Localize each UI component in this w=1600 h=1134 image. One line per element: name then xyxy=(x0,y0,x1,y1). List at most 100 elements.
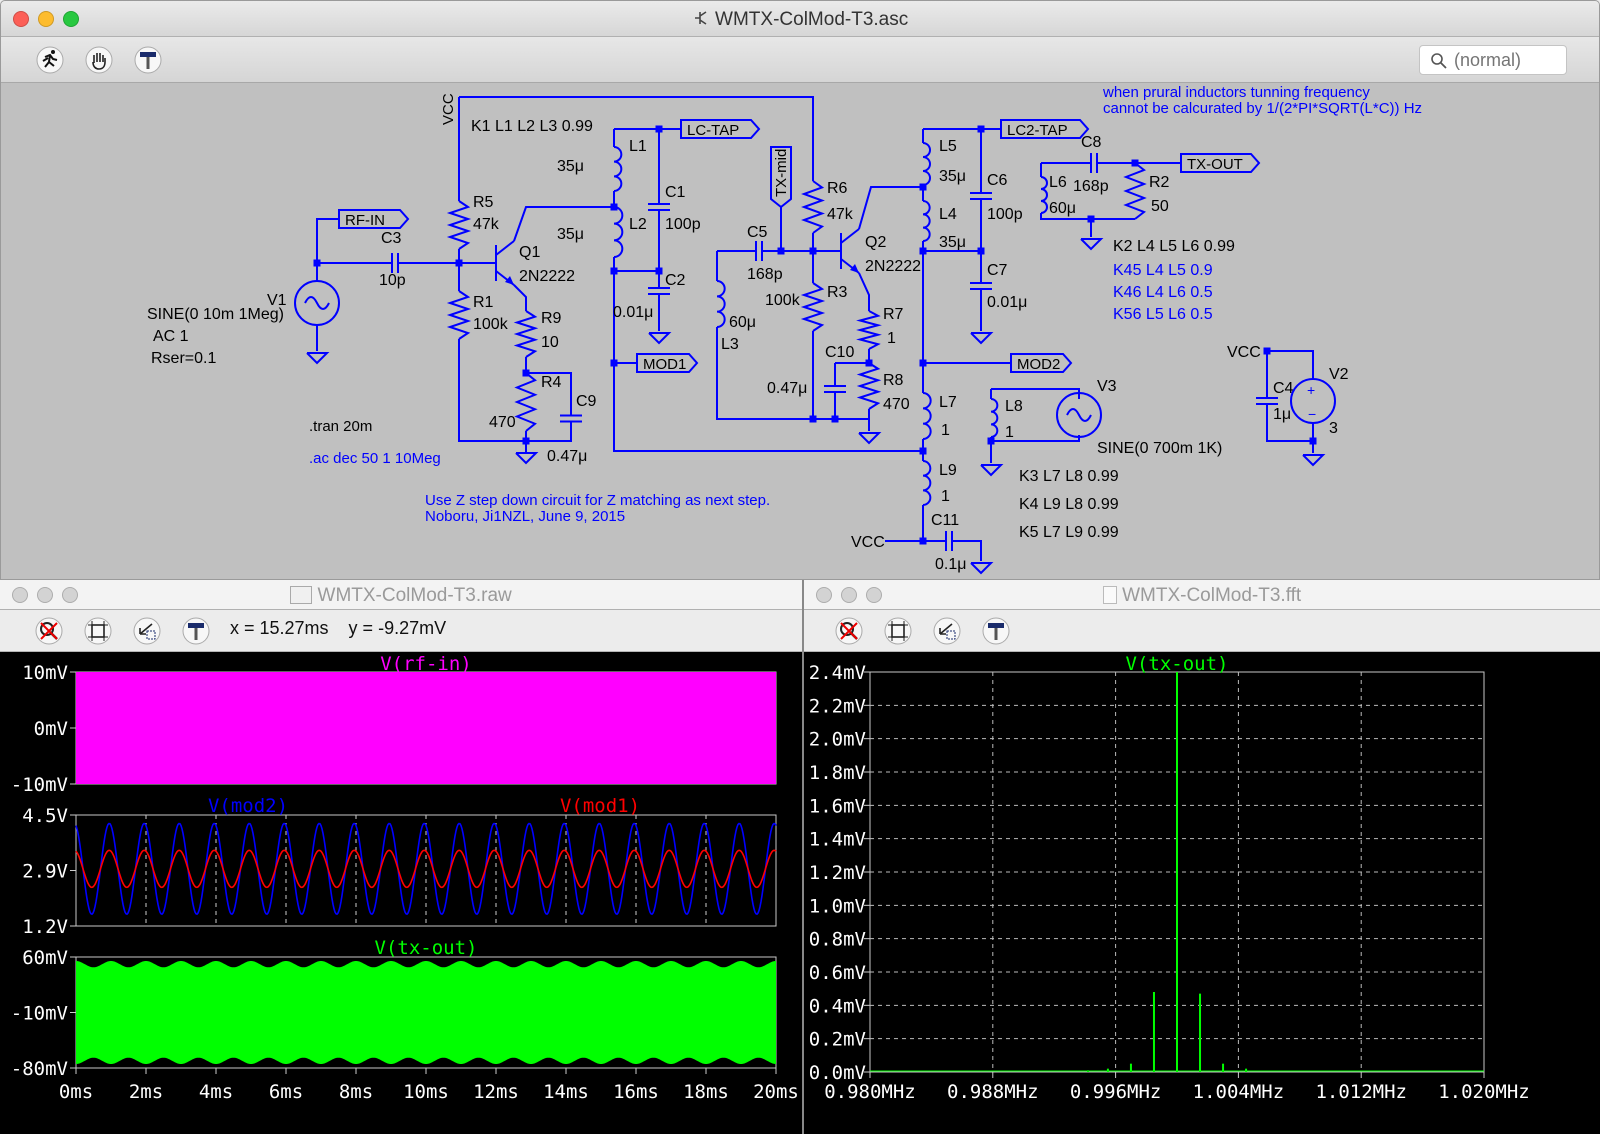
c10-label: C10 xyxy=(825,344,854,361)
k56-directive: K56 L5 L6 0.5 xyxy=(1113,306,1213,323)
r6-label: R6 xyxy=(827,180,848,197)
c1-value: 100p xyxy=(665,216,701,233)
inductor-l2 xyxy=(613,206,624,258)
y-tick-label: 4.5V xyxy=(22,805,68,827)
l9-label: L9 xyxy=(939,462,957,479)
resistor-r6 xyxy=(801,180,825,234)
v2-minus-symbol: − xyxy=(1308,406,1316,422)
minimize-button[interactable] xyxy=(38,11,54,27)
fft-titlebar[interactable]: WMTX-ColMod-T3.fft xyxy=(804,580,1600,610)
hammer-button[interactable] xyxy=(181,616,211,646)
x-tick-label: 0ms xyxy=(59,1081,93,1103)
zoom-button[interactable] xyxy=(866,587,882,603)
trace-tx-out xyxy=(76,961,776,1064)
c8-value: 168p xyxy=(1073,178,1109,195)
c7-label: C7 xyxy=(987,262,1008,279)
wire xyxy=(613,257,659,272)
zoom-button[interactable] xyxy=(62,587,78,603)
r6-value: 47k xyxy=(827,206,854,223)
pan-button[interactable] xyxy=(132,616,162,646)
k3-directive: K3 L7 L8 0.99 xyxy=(1019,468,1119,485)
minimize-button[interactable] xyxy=(841,587,857,603)
c7-value: 0.01μ xyxy=(987,294,1027,311)
fft-title: WMTX-ColMod-T3.fft xyxy=(1122,585,1302,606)
y-tick-label: 1.4mV xyxy=(809,829,866,851)
junction-dot xyxy=(831,415,839,423)
junction-dot xyxy=(919,183,927,191)
pan-cursor-icon xyxy=(933,617,961,645)
pan-button[interactable] xyxy=(932,616,962,646)
close-button[interactable] xyxy=(816,587,832,603)
waveform-titlebar[interactable]: WMTX-ColMod-T3.raw xyxy=(0,580,802,610)
waveform-plot[interactable]: 10mV0mV-10mV4.5V2.9V1.2V60mV-10mV-80mV0m… xyxy=(0,652,802,1134)
x-tick-label: 8ms xyxy=(339,1081,373,1103)
resistor-r2 xyxy=(1123,162,1147,220)
magnifier-cross-icon xyxy=(35,617,63,645)
c9-value: 0.47μ xyxy=(547,448,587,465)
waveform-window: WMTX-ColMod-T3.raw x = 15.27ms y = -9.27… xyxy=(0,580,802,1134)
y-tick-label: 0mV xyxy=(34,718,68,740)
waveform-toolbar: x = 15.27ms y = -9.27mV xyxy=(0,610,802,652)
y-tick-label: -80mV xyxy=(11,1058,68,1080)
y-tick-label: 1.6mV xyxy=(809,795,866,817)
resistor-r4 xyxy=(514,372,538,432)
schematic-titlebar[interactable]: WMTX-ColMod-T3.asc xyxy=(1,1,1599,37)
wire xyxy=(526,431,572,442)
y-tick-label: 1.8mV xyxy=(809,762,866,784)
l4-label: L4 xyxy=(939,206,957,223)
magnifier-cross-icon xyxy=(835,617,863,645)
halt-button[interactable] xyxy=(84,45,114,75)
close-button[interactable] xyxy=(13,11,29,27)
resistor-r5 xyxy=(446,200,472,250)
hammer-button[interactable] xyxy=(133,45,163,75)
wire xyxy=(840,228,860,244)
search-input[interactable] xyxy=(1454,49,1562,71)
inductor-l7 xyxy=(922,392,932,440)
l5-value: 35μ xyxy=(939,168,966,185)
search-field[interactable] xyxy=(1419,45,1567,75)
x-tick-label: 10ms xyxy=(403,1081,449,1103)
resistor-r8 xyxy=(856,362,882,410)
k2-directive: K2 L4 L5 L6 0.99 xyxy=(1113,238,1235,255)
minimize-button[interactable] xyxy=(37,587,53,603)
x-tick-label: 0.996MHz xyxy=(1070,1081,1162,1103)
r3-label: R3 xyxy=(827,284,848,301)
v1-label: V1 xyxy=(267,292,287,309)
schematic-canvas[interactable]: VCCR547kR1100kQ12N2222R910R4470C90.47μRF… xyxy=(1,83,1600,580)
close-button[interactable] xyxy=(12,587,28,603)
x-tick-label: 6ms xyxy=(269,1081,303,1103)
trace-label-rf-in: V(rf-in) xyxy=(380,653,472,675)
r2-value: 50 xyxy=(1151,198,1169,215)
trace-label-mod1: V(mod1) xyxy=(560,795,640,817)
y-tick-label: 2.4mV xyxy=(809,662,866,684)
zoom-extents-button[interactable] xyxy=(83,616,113,646)
fft-plot[interactable]: 2.4mV2.2mV2.0mV1.8mV1.6mV1.4mV1.2mV1.0mV… xyxy=(804,652,1600,1134)
l3-value: 60μ xyxy=(729,314,756,331)
zoom-extents-button[interactable] xyxy=(883,616,913,646)
wire xyxy=(957,540,982,561)
x-tick-label: 16ms xyxy=(613,1081,659,1103)
l6-value: 60μ xyxy=(1049,200,1076,217)
y-tick-label: -10mV xyxy=(11,1003,68,1025)
junction-dot xyxy=(809,415,817,423)
tran-directive: .tran 20m xyxy=(309,418,372,435)
hammer-button[interactable] xyxy=(981,616,1011,646)
wire xyxy=(858,272,870,311)
autorange-off-button[interactable] xyxy=(834,616,864,646)
k4-directive: K4 L9 L8 0.99 xyxy=(1019,496,1119,513)
ac-directive: .ac dec 50 1 10Meg xyxy=(309,450,441,467)
flag-lc2-tap-label: LC2-TAP xyxy=(1007,122,1068,139)
run-button[interactable] xyxy=(35,45,65,75)
c2-value: 0.01μ xyxy=(613,304,653,321)
y-tick-label: 0.4mV xyxy=(809,995,866,1017)
wire xyxy=(513,284,527,311)
v1-source: SINE(0 10m 1Meg) xyxy=(147,306,284,323)
v2-value: 3 xyxy=(1329,420,1338,437)
c9-label: C9 xyxy=(576,393,597,410)
r8-value: 470 xyxy=(883,396,910,413)
c6-value: 100p xyxy=(987,206,1023,223)
zoom-button[interactable] xyxy=(63,11,79,27)
y-tick-label: 0.8mV xyxy=(809,929,866,951)
autorange-off-button[interactable] xyxy=(34,616,64,646)
